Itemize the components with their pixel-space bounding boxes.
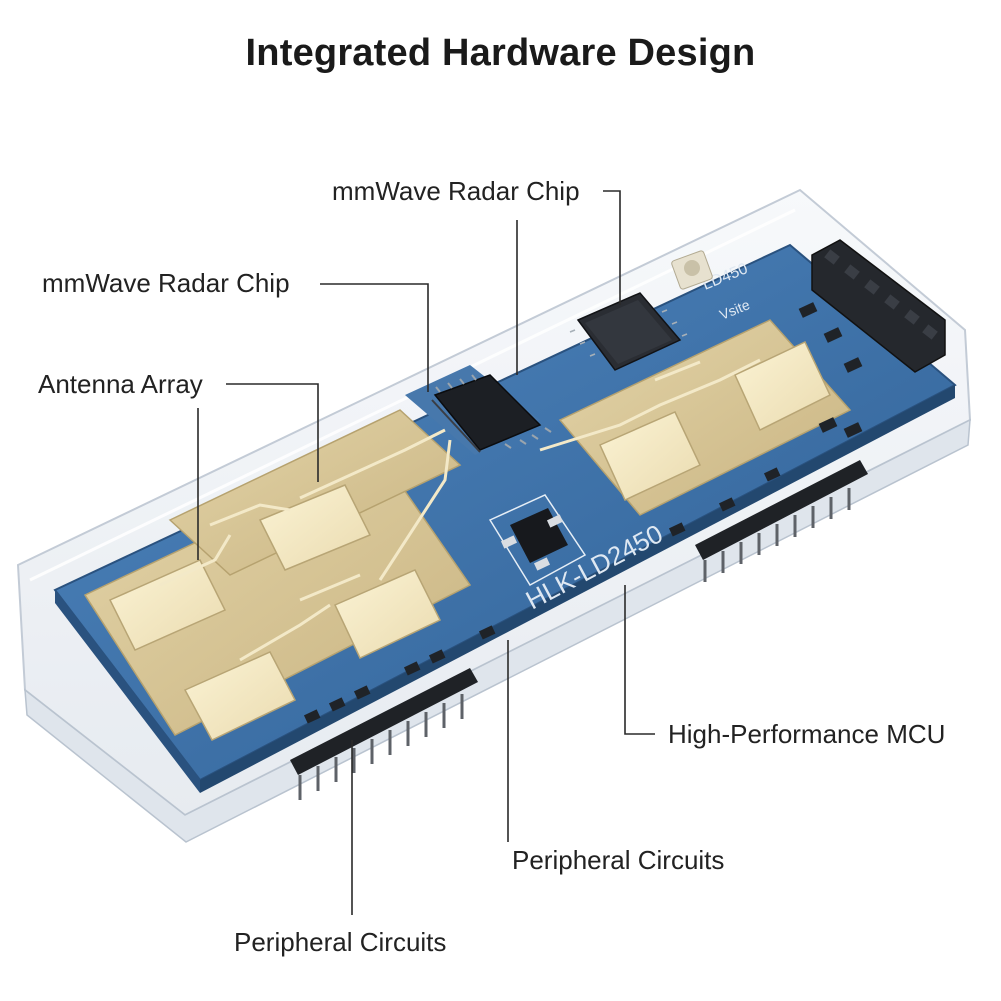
mcu-chip — [569, 292, 688, 371]
leader-radar-left — [320, 283, 429, 392]
label-peripheral-right: Peripheral Circuits — [512, 845, 725, 875]
label-mcu: High-Performance MCU — [668, 719, 946, 749]
leader-lines — [197, 190, 655, 915]
leader-mcu — [624, 585, 655, 735]
antenna-array — [83, 409, 472, 741]
pin-header-top — [811, 239, 946, 373]
transistor — [488, 494, 587, 586]
pin-header-bottom — [290, 668, 478, 800]
label-radar-chip-left: mmWave Radar Chip — [42, 268, 290, 298]
button-switch — [671, 250, 713, 290]
radar-chip — [405, 365, 552, 455]
pin-header-right — [695, 460, 868, 582]
leader-antenna — [226, 383, 319, 482]
smd-components — [303, 302, 863, 724]
label-radar-chip-top: mmWave Radar Chip — [332, 176, 580, 206]
label-peripheral-bottom: Peripheral Circuits — [234, 927, 447, 957]
leader-radar-top — [603, 190, 621, 305]
antenna-array-right — [539, 319, 852, 516]
label-antenna-array: Antenna Array — [38, 369, 203, 399]
diagram-title: Integrated Hardware Design — [245, 32, 756, 74]
